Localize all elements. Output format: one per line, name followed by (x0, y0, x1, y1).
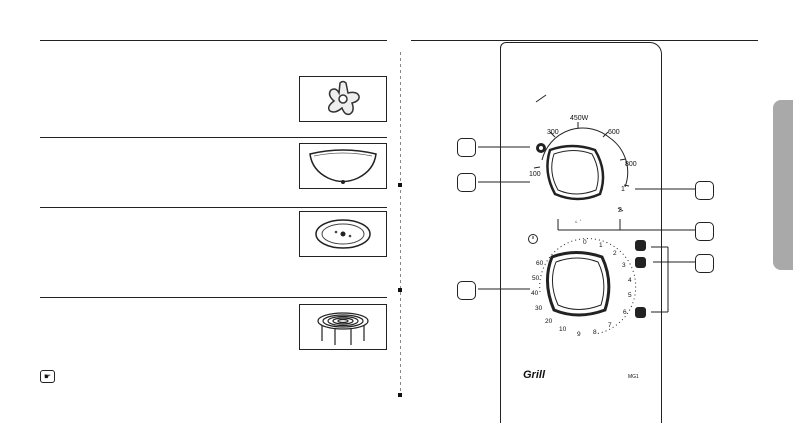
coupler-icon (327, 80, 360, 116)
svg-text:8: 8 (593, 329, 597, 336)
label-800: 800 (625, 161, 637, 168)
label-g1: 1 (621, 186, 625, 193)
svg-text:5: 5 (628, 292, 632, 299)
hand-pointer-note-icon: ☛ (40, 370, 55, 383)
roller-ring-icon (315, 219, 371, 249)
glass-tray-image (299, 143, 387, 189)
timer-ticks: 0 1 2 3 4 5 6 7 8 9 10 20 30 40 50 60 (531, 239, 632, 338)
label-600: 600 (608, 129, 620, 136)
callout-1 (457, 138, 476, 157)
svg-text:6: 6 (623, 309, 627, 316)
label-100: 100 (529, 171, 541, 178)
turntable-glass-tray-icon (309, 149, 377, 184)
rule-section-2 (40, 137, 387, 138)
svg-text:60: 60 (536, 260, 544, 267)
rule-section-4 (40, 297, 387, 298)
svg-text:0: 0 (583, 239, 587, 246)
power-dial[interactable] (533, 94, 630, 212)
callout-6 (457, 281, 476, 300)
svg-text:1: 1 (599, 242, 603, 249)
column-divider (400, 52, 401, 397)
rule-section-3 (40, 207, 387, 208)
rule-top-left (40, 40, 387, 41)
control-panel-diagram: 100 300 450W 600 800 1 2 ꜀ · 0 1 2 3 4 5 6 7 8… (478, 94, 695, 381)
grill-mode-icon (635, 307, 646, 318)
roller-ring-image (299, 211, 387, 257)
label-450: 450W (570, 115, 589, 122)
chapter-tab (773, 100, 793, 270)
rule-top-right (411, 40, 758, 41)
svg-text:10: 10 (559, 326, 567, 333)
svg-text:2: 2 (613, 250, 617, 257)
svg-text:7: 7 (608, 322, 612, 329)
microwave-mode-icon (635, 240, 646, 251)
divider-marker-2 (398, 288, 402, 292)
svg-text:3: 3 (622, 262, 626, 269)
svg-text:4: 4 (628, 277, 632, 284)
combi-mode-icon (635, 257, 646, 268)
svg-text:20: 20 (545, 318, 553, 325)
brand-logo: Grill (523, 369, 546, 381)
callout-4 (695, 222, 714, 241)
svg-text:40: 40 (531, 290, 539, 297)
svg-text:9: 9 (577, 331, 581, 338)
callout-5 (695, 254, 714, 273)
defrost-icon (536, 143, 546, 153)
clock-icon (528, 234, 538, 244)
svg-text:30: 30 (535, 305, 543, 312)
divider-marker-3 (398, 393, 402, 397)
model-label: MG1 (628, 374, 639, 380)
callout-3 (695, 181, 714, 200)
control-panel (500, 42, 662, 423)
label-300: 300 (547, 129, 559, 136)
coupler-image (299, 76, 387, 122)
divider-marker-1 (398, 183, 402, 187)
callout-2 (457, 173, 476, 192)
label-g2: 2 (618, 207, 622, 214)
grill-rack-image (299, 304, 387, 350)
grill-rack-icon (317, 312, 369, 345)
svg-text:50: 50 (532, 275, 540, 282)
label-defrost: ꜀ · (575, 217, 582, 224)
timer-dial[interactable] (539, 238, 637, 335)
